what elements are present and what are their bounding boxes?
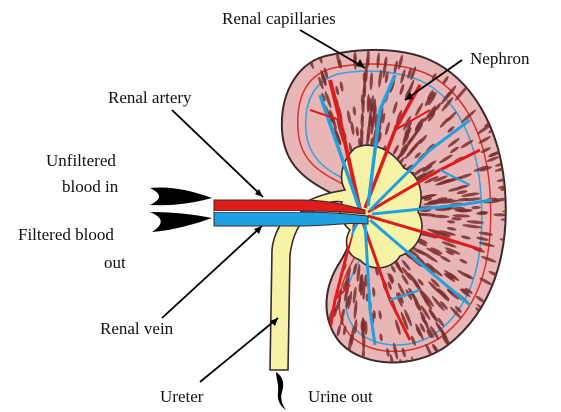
nephron-mark [372,363,376,376]
nephron-mark [319,331,328,350]
arrowhead-right-icon [150,187,212,205]
label-ureter: Ureter [160,387,204,406]
nephron-mark [312,341,321,358]
label-nephron: Nephron [470,49,530,68]
nephron-mark [502,164,517,171]
arrowhead-left-icon [150,212,212,232]
nephron-mark [327,350,332,359]
nephron-mark [505,191,522,196]
arrowhead-down-icon [276,372,286,410]
ureter-pointer [200,318,278,382]
renal-vein [214,212,368,226]
label-blood-in: blood in [62,177,119,196]
label-renal-capillaries: Renal capillaries [222,9,336,28]
nephron-mark [326,353,332,364]
nephron-mark [329,340,337,359]
nephron-mark [354,365,358,374]
vein-pointer [162,226,262,318]
label-unfiltered: Unfiltered [46,151,116,170]
nephron-mark [511,224,523,228]
nephron-mark [324,353,332,372]
artery-pointer [172,110,263,197]
label-filtered-blood: Filtered blood [18,225,114,244]
label-urine-out: Urine out [308,387,373,406]
nephron-mark [508,190,520,195]
nephron-mark [505,183,524,189]
nephron-mark [515,216,523,219]
label-out: out [104,253,126,272]
label-renal-artery: Renal artery [108,88,192,107]
nephron-mark [467,323,475,331]
nephron-mark [322,327,328,337]
label-renal-vein: Renal vein [100,319,174,338]
